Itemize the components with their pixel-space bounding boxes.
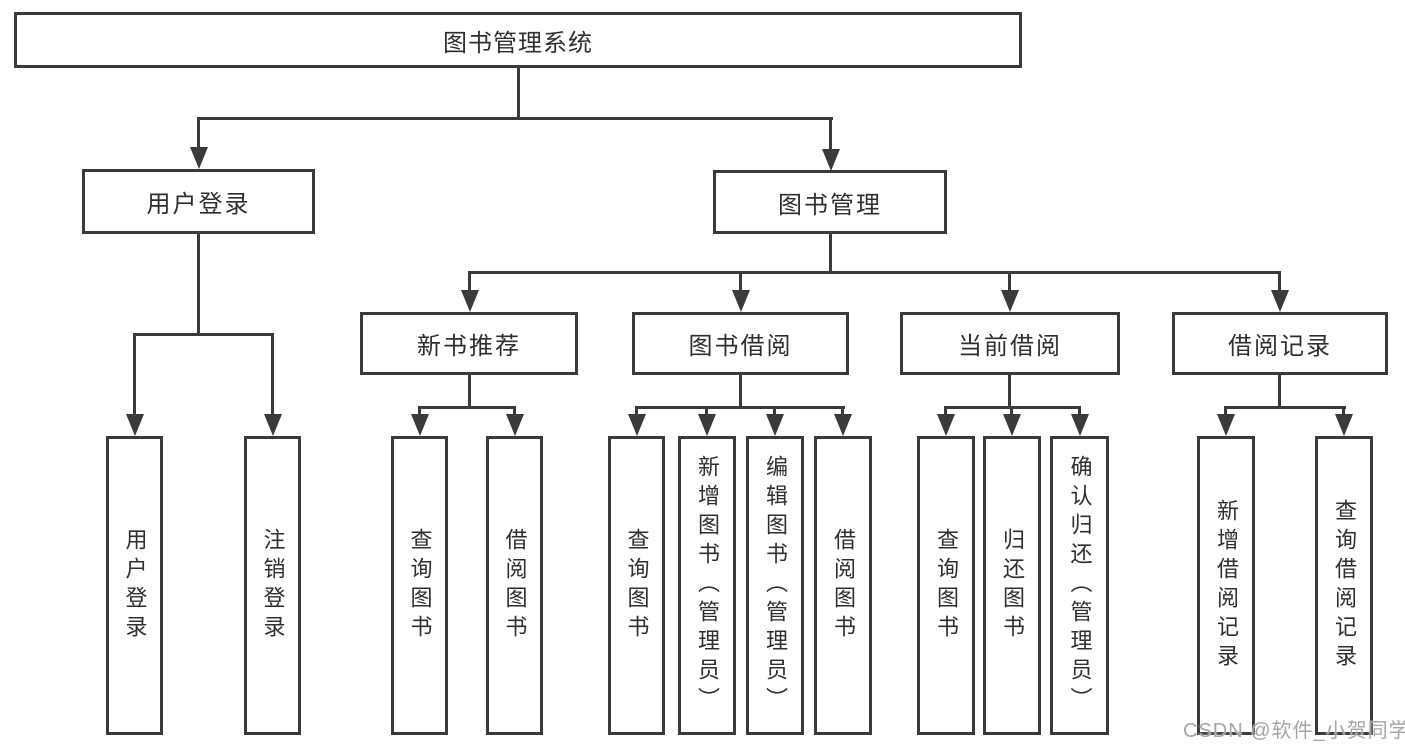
node-return-books: 归还图书 [983, 436, 1041, 735]
watermark: CSDN @软件_小贺同学 [1183, 720, 1405, 742]
node-add-borrow-record: 新增借阅记录 [1197, 436, 1255, 735]
arrow-down [271, 333, 274, 414]
node-new-book-recommendation: 新书推荐 [360, 312, 578, 375]
node-query-books-recommend-label: 查询图书 [407, 527, 433, 644]
arrow-down [635, 406, 638, 414]
node-library-system-label: 图书管理系统 [443, 29, 593, 57]
node-query-books-current-label: 查询图书 [934, 527, 959, 644]
node-borrow-books-recommend: 借阅图书 [486, 436, 543, 735]
arrow-down [1010, 406, 1013, 414]
arrow-down [1278, 271, 1281, 290]
node-library-system: 图书管理系统 [14, 12, 1022, 68]
node-query-books-borrowing: 查询图书 [608, 436, 665, 735]
node-logout: 注销登录 [244, 436, 301, 735]
arrow-down [739, 271, 742, 290]
arrow-down [197, 117, 200, 147]
connector-line [635, 406, 845, 409]
node-query-books-current: 查询图书 [917, 436, 975, 735]
node-current-borrowing: 当前借阅 [900, 312, 1120, 375]
node-confirm-return-admin: 确认归还（管理员） [1050, 436, 1109, 735]
node-add-book-admin-label: 新增图书（管理员） [695, 455, 720, 716]
node-borrowing-records: 借阅记录 [1172, 312, 1388, 375]
connector-line [1278, 373, 1281, 409]
connector-line [1224, 406, 1346, 409]
node-new-book-recommendation-label: 新书推荐 [417, 333, 521, 360]
node-add-book-admin: 新增图书（管理员） [678, 436, 736, 735]
node-edit-book-admin-label: 编辑图书（管理员） [763, 455, 788, 716]
arrow-down [513, 406, 516, 414]
node-current-borrowing-label: 当前借阅 [958, 333, 1062, 360]
connector-line [739, 373, 742, 409]
node-book-management-label: 图书管理 [778, 191, 882, 219]
node-borrowing-records-label: 借阅记录 [1228, 333, 1332, 360]
arrow-down [829, 117, 832, 149]
node-logout-label: 注销登录 [260, 527, 286, 644]
connector-line [197, 117, 833, 120]
node-query-books-recommend: 查询图书 [391, 436, 448, 735]
arrow-down [944, 406, 947, 414]
node-return-books-label: 归还图书 [1000, 527, 1025, 644]
node-edit-book-admin: 编辑图书（管理员） [746, 436, 804, 735]
arrow-down [773, 406, 776, 414]
connector-line [133, 333, 274, 336]
arrow-down [468, 271, 471, 290]
connector-line [468, 271, 1281, 274]
node-book-borrowing-label: 图书借阅 [688, 333, 793, 360]
arrow-down [841, 406, 844, 414]
node-user-login-group: 用户登录 [82, 169, 315, 234]
node-add-borrow-record-label: 新增借阅记录 [1214, 498, 1239, 673]
node-query-borrow-record-label: 查询借阅记录 [1332, 498, 1357, 673]
connector-line [829, 232, 832, 274]
arrow-down [1008, 271, 1011, 290]
node-book-management: 图书管理 [713, 170, 947, 234]
arrow-down [133, 333, 136, 414]
arrow-down [705, 406, 708, 414]
connector-line [468, 373, 471, 409]
node-confirm-return-admin-label: 确认归还（管理员） [1067, 455, 1093, 716]
node-user-login-group-label: 用户登录 [146, 191, 251, 218]
connector-line [197, 232, 200, 336]
connector-line [517, 66, 520, 120]
node-user-login: 用户登录 [106, 436, 163, 735]
node-query-borrow-record: 查询借阅记录 [1315, 436, 1373, 735]
node-query-books-borrowing-label: 查询图书 [624, 527, 650, 644]
connector-line [1008, 373, 1011, 409]
node-user-login-label: 用户登录 [122, 527, 148, 644]
arrow-down [1078, 406, 1081, 414]
node-book-borrowing: 图书借阅 [632, 312, 849, 375]
connector-line [418, 406, 516, 409]
arrow-down [1224, 406, 1227, 414]
node-borrow-books-borrowing-label: 借阅图书 [831, 527, 856, 644]
node-borrow-books-recommend-label: 借阅图书 [502, 527, 528, 644]
node-borrow-books-borrowing: 借阅图书 [814, 436, 872, 735]
arrow-down [418, 406, 421, 414]
arrow-down [1342, 406, 1345, 414]
